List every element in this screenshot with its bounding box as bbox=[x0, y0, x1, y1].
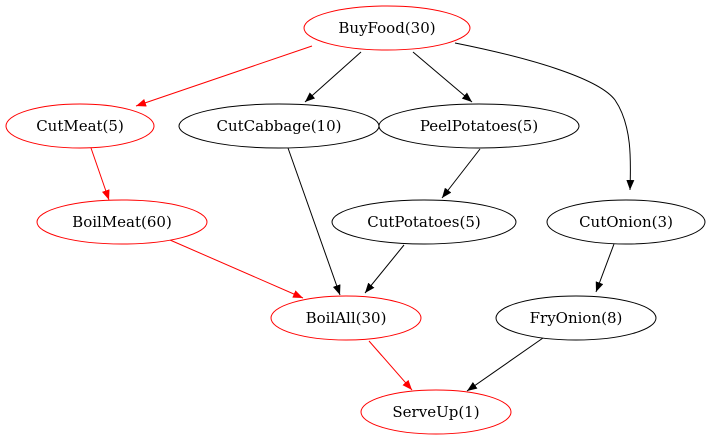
edge-boilmeat-boilall bbox=[169, 239, 304, 299]
node-label-boilall: BoilAll(30) bbox=[306, 309, 387, 327]
node-cutmeat: CutMeat(5) bbox=[5, 103, 155, 149]
edge-boilall-serveup bbox=[368, 340, 413, 391]
node-label-cutpotatoes: CutPotatoes(5) bbox=[367, 213, 481, 231]
node-label-cutonion: CutOnion(3) bbox=[579, 213, 673, 231]
node-label-boilmeat: BoilMeat(60) bbox=[72, 213, 172, 231]
node-peelpotatoes: PeelPotatoes(5) bbox=[378, 103, 580, 149]
node-label-cutmeat: CutMeat(5) bbox=[36, 117, 124, 135]
edge-cutcabbage-boilall bbox=[287, 147, 341, 296]
node-label-fryonion: FryOnion(8) bbox=[530, 309, 623, 327]
node-buyfood: BuyFood(30) bbox=[303, 5, 471, 51]
node-label-buyfood: BuyFood(30) bbox=[338, 19, 435, 37]
edge-cutmeat-boilmeat bbox=[90, 147, 110, 201]
node-label-serveup: ServeUp(1) bbox=[392, 403, 479, 421]
edge-buyfood-peelpotatoes bbox=[412, 51, 473, 103]
edge-cutpotatoes-boilall bbox=[364, 244, 405, 294]
edge-buyfood-cutonion bbox=[454, 42, 635, 191]
node-label-peelpotatoes: PeelPotatoes(5) bbox=[420, 117, 538, 135]
edge-buyfood-cutcabbage bbox=[304, 51, 362, 103]
edges bbox=[90, 42, 635, 392]
edge-peelpotatoes-cutpotatoes bbox=[441, 148, 481, 199]
node-label-cutcabbage: CutCabbage(10) bbox=[216, 117, 341, 135]
node-boilmeat: BoilMeat(60) bbox=[36, 199, 208, 245]
node-serveup: ServeUp(1) bbox=[360, 389, 512, 435]
node-boilall: BoilAll(30) bbox=[270, 295, 422, 341]
node-cutcabbage: CutCabbage(10) bbox=[178, 103, 380, 149]
edge-fryonion-serveup bbox=[466, 337, 544, 392]
nodes: BuyFood(30) CutMeat(5) CutCabbage(10) Pe… bbox=[5, 5, 706, 435]
node-cutpotatoes: CutPotatoes(5) bbox=[331, 199, 517, 245]
node-cutonion: CutOnion(3) bbox=[546, 199, 706, 245]
edge-buyfood-cutmeat bbox=[135, 45, 313, 107]
edge-cutonion-fryonion bbox=[595, 243, 615, 293]
node-fryonion: FryOnion(8) bbox=[495, 295, 657, 341]
